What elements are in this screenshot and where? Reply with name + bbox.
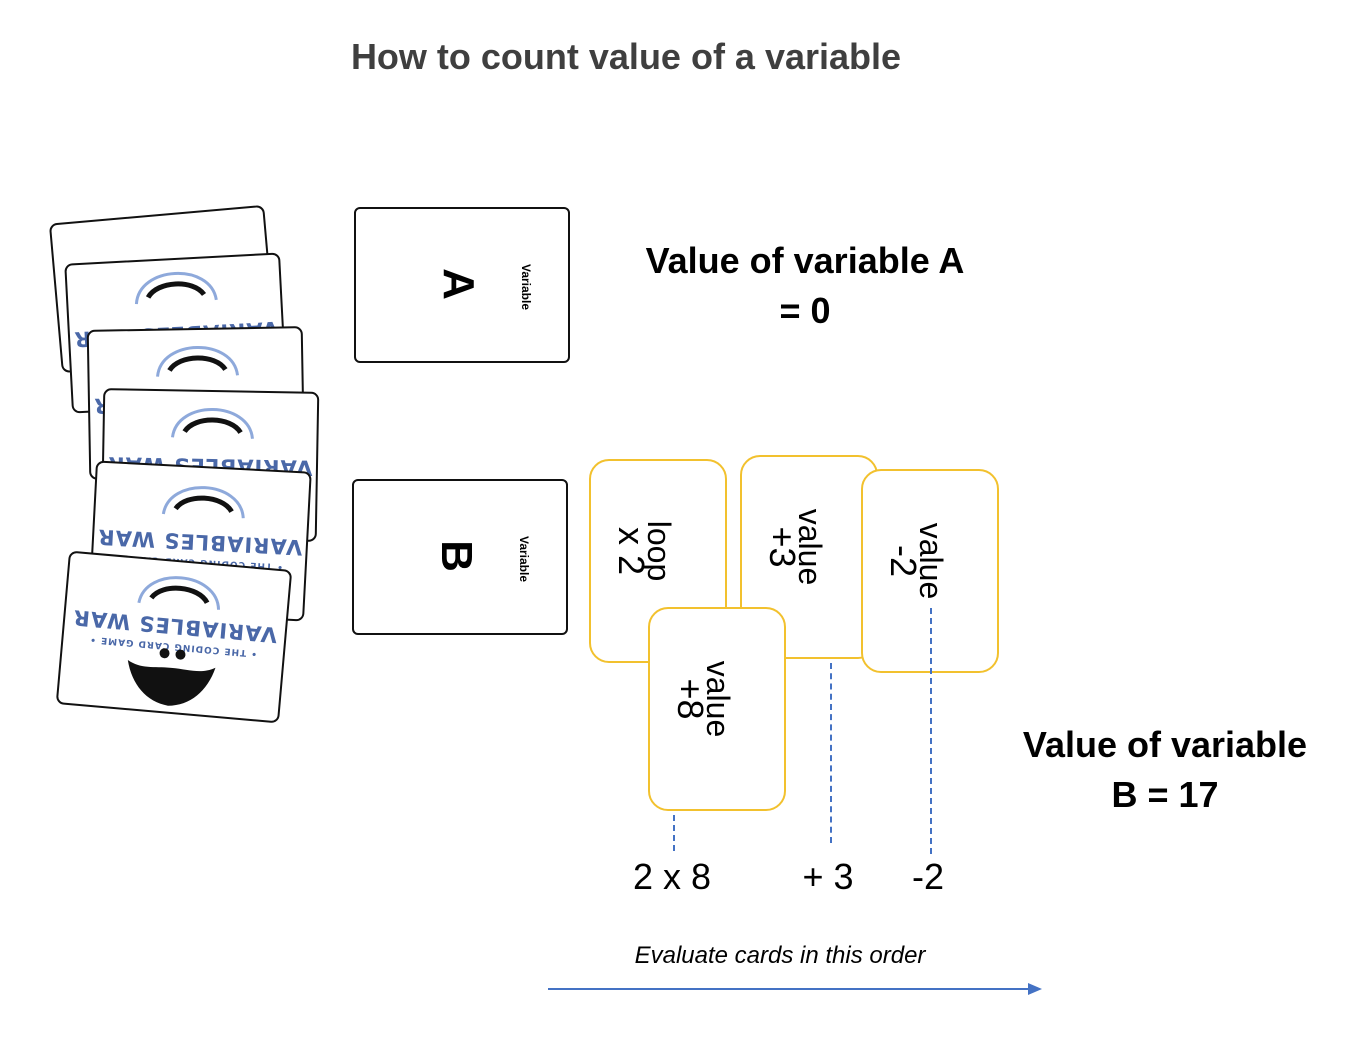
deck-card: VARIABLES WAR • THE CODING CARD GAME • — [86, 326, 306, 480]
order-arrow-icon — [548, 983, 1042, 995]
card-value: x 2 — [611, 526, 652, 576]
logo-icon — [137, 576, 221, 610]
value-card-plus8: value +8 — [648, 607, 786, 811]
expression-minus2: -2 — [911, 856, 944, 897]
variable-card-b: B Variable — [352, 479, 568, 635]
deck-card: VARIABLES WAR • THE CODING CARD GAME • — [88, 460, 312, 622]
deck-card: VARIABLES WAR • THE CODING CARD GAME • — [100, 388, 320, 542]
deck-card-top: VARIABLES WAR • THE CODING CARD GAME • — [55, 550, 293, 724]
logo-icon — [156, 346, 240, 377]
logo-icon — [134, 271, 218, 305]
deck-card: VARIABLES WAR • THE CODING CARD GAME • — [64, 252, 288, 414]
value-b-line1: Value of variable — [1022, 724, 1308, 765]
variable-tag: Variable — [519, 263, 533, 311]
variable-tag: Variable — [517, 535, 531, 583]
order-label: Evaluate cards in this order — [634, 942, 926, 969]
expression-plus3: + 3 — [802, 856, 854, 897]
card-value: -2 — [883, 544, 924, 577]
variable-name: A — [434, 268, 483, 300]
variable-name: B — [432, 540, 481, 572]
logo-icon — [161, 486, 245, 519]
value-b-line2: B = 17 — [1111, 774, 1219, 815]
card-value: +3 — [762, 526, 803, 568]
value-a-line1: Value of variable A — [645, 240, 965, 281]
beard-icon — [127, 648, 216, 706]
logo-icon — [170, 408, 254, 439]
value-a-line2: = 0 — [779, 290, 831, 331]
card-value: +8 — [670, 678, 711, 720]
connector-line — [930, 608, 932, 854]
variable-card-a: A Variable — [354, 207, 570, 363]
connector-line — [830, 663, 832, 843]
connector-line — [673, 815, 675, 851]
page-title: How to count value of a variable — [350, 36, 902, 77]
expression-2x8: 2 x 8 — [632, 856, 712, 897]
